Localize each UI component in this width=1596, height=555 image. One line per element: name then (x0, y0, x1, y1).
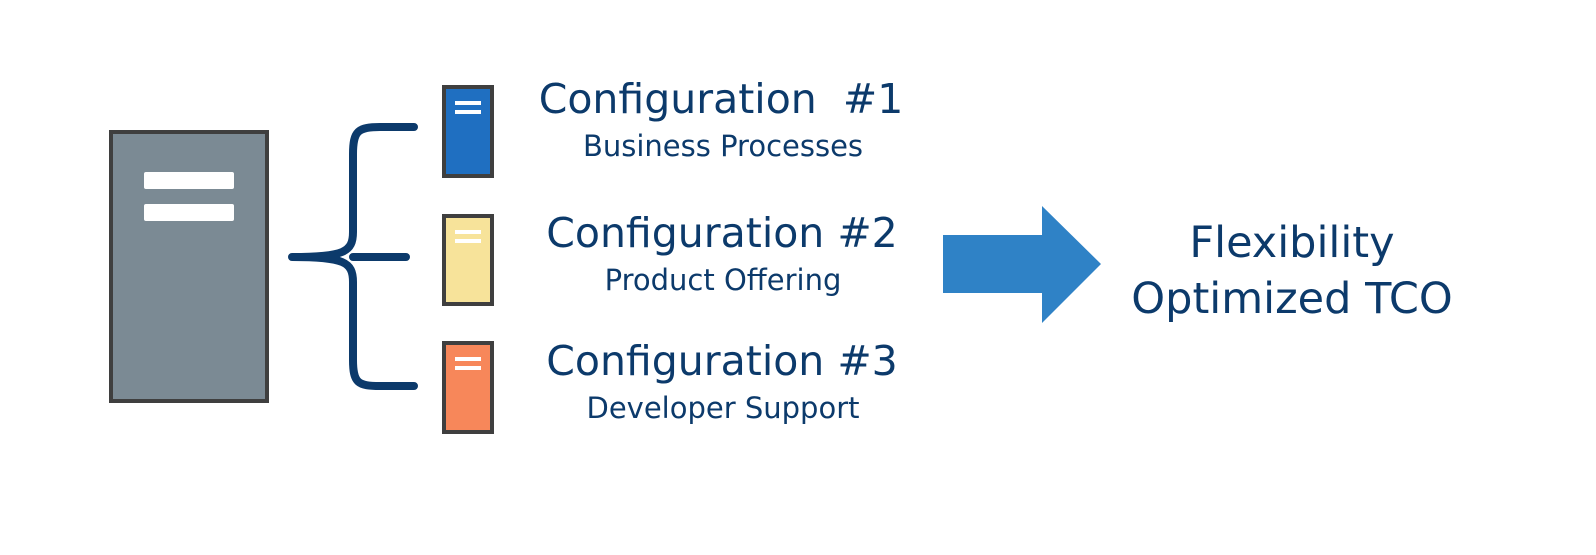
configuration-3: Configuration #3 Developer Support (442, 337, 898, 434)
config-3-server-bar-top (455, 357, 481, 361)
main-server-bar-bottom (144, 204, 234, 221)
config-3-server-icon (442, 341, 494, 434)
configuration-2: Configuration #2 Product Offering (442, 209, 898, 306)
config-1-server-bar-bottom (455, 110, 481, 114)
config-2-subtitle: Product Offering (605, 263, 842, 297)
result-line-1: Flexibility (1189, 218, 1394, 268)
config-3-title: Configuration #3 (546, 337, 898, 385)
result-line-2: Optimized TCO (1131, 274, 1452, 324)
config-3-server-bar-bottom (455, 366, 481, 370)
result: Flexibility Optimized TCO (1131, 218, 1452, 324)
config-2-server-bar-top (455, 230, 481, 234)
config-1-subtitle: Business Processes (583, 129, 863, 163)
config-1-title: Configuration #1 (539, 75, 904, 123)
main-server (109, 130, 269, 403)
right-arrow-icon (943, 206, 1101, 323)
config-1-server-icon (442, 85, 494, 178)
curly-brace (288, 123, 418, 390)
configuration-1: Configuration #1 Business Processes (442, 75, 904, 178)
main-server-bar-top (144, 172, 234, 189)
config-2-server-bar-bottom (455, 239, 481, 243)
config-1-server-bar-top (455, 101, 481, 105)
config-2-server-icon (442, 214, 494, 306)
config-3-subtitle: Developer Support (586, 391, 859, 425)
config-2-title: Configuration #2 (546, 209, 898, 257)
